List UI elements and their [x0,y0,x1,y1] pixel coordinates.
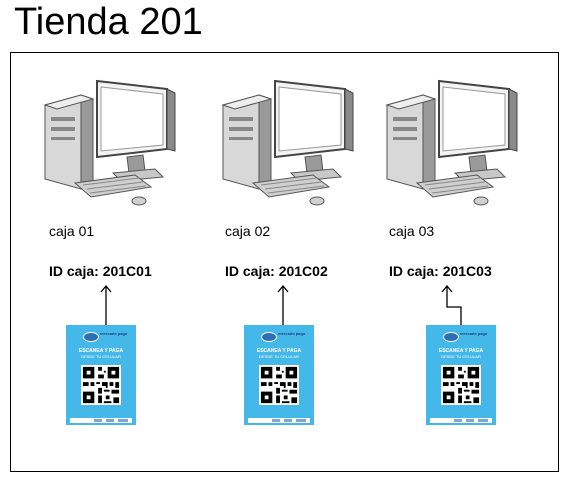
poster-headline: ESCANEA Y PAGA [78,348,124,354]
poster-subline: DESDE TU CELULAR [441,354,481,359]
arrow-connector [441,284,462,327]
mercado-pago-logo: mercado pago [426,330,496,344]
arrow-connector [100,284,112,327]
store-frame: caja 01 ID caja: 201C01 mercado pago ESC… [10,52,559,472]
station-caja-03: caja 03 ID caja: 201C03 mercado pago ESC… [353,53,523,471]
qr-poster: mercado pago ESCANEA Y PAGA DESDE TU CEL… [66,325,136,425]
caja-label: caja 03 [389,223,435,239]
arrow-connector [277,284,289,327]
qr-poster: mercado pago ESCANEA Y PAGA DESDE TU CEL… [426,325,496,425]
desktop-computer-icon [43,79,176,206]
qr-code-icon [441,365,481,405]
mercado-pago-logo: mercado pago [66,330,136,344]
caja-id: ID caja: 201C03 [389,263,492,279]
mercado-pago-logo: mercado pago [244,330,314,344]
poster-headline: ESCANEA Y PAGA [256,348,302,354]
poster-headline: ESCANEA Y PAGA [438,348,484,354]
poster-subline: DESDE TU CELULAR [81,354,121,359]
desktop-computer-icon [221,79,354,206]
page-title: Tienda 201 [14,1,203,43]
station-caja-02: caja 02 ID caja: 201C02 mercado pago ESC… [189,53,359,471]
poster-subline: DESDE TU CELULAR [259,354,299,359]
desktop-computer-icon [385,79,518,206]
qr-poster: mercado pago ESCANEA Y PAGA DESDE TU CEL… [244,325,314,425]
caja-label: caja 01 [49,223,95,239]
caja-label: caja 02 [225,223,271,239]
poster-footer [430,418,492,423]
poster-footer [248,418,310,423]
poster-footer [70,418,132,423]
caja-id: ID caja: 201C02 [225,263,328,279]
station-caja-01: caja 01 ID caja: 201C01 mercado pago ESC… [11,53,181,471]
caja-id: ID caja: 201C01 [49,263,152,279]
qr-code-icon [259,365,299,405]
qr-code-icon [81,365,121,405]
